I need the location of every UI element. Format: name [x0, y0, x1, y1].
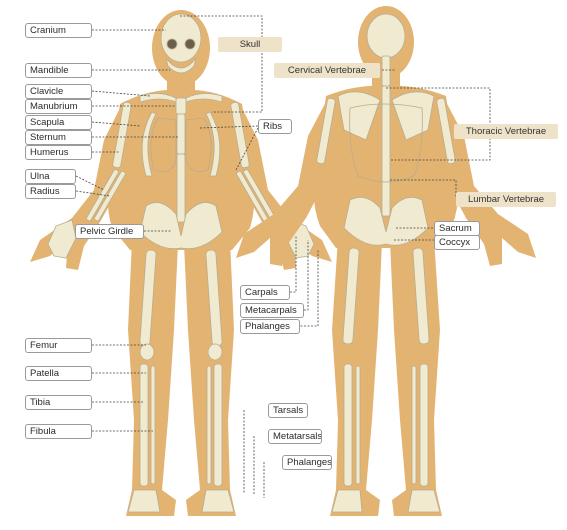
label-skull: Skull [218, 37, 282, 52]
back-figure [236, 6, 536, 516]
label-mandible: Mandible [25, 63, 92, 78]
label-pelvic-girdle: Pelvic Girdle [75, 224, 144, 239]
front-figure [30, 10, 332, 516]
label-cranium: Cranium [25, 23, 92, 38]
label-metacarpals: Metacarpals [240, 303, 304, 318]
label-tarsals: Tarsals [268, 403, 308, 418]
label-manubrium: Manubrium [25, 99, 92, 114]
label-scapula: Scapula [25, 115, 92, 130]
label-hand-phalanges: Phalanges [240, 319, 300, 334]
label-sacrum: Sacrum [434, 221, 480, 236]
label-tibia: Tibia [25, 395, 92, 410]
label-humerus: Humerus [25, 145, 92, 160]
leader-lines [75, 15, 491, 498]
label-clavicle: Clavicle [25, 84, 92, 99]
label-coccyx: Coccyx [434, 235, 480, 250]
label-fibula: Fibula [25, 424, 92, 439]
label-thoracic-vertebrae: Thoracic Vertebrae [454, 124, 558, 139]
label-patella: Patella [25, 366, 92, 381]
label-foot-phalanges: Phalanges [282, 455, 332, 470]
label-carpals: Carpals [240, 285, 290, 300]
back-bones [316, 13, 456, 513]
label-radius: Radius [25, 184, 76, 199]
label-cervical-vertebrae: Cervical Vertebrae [274, 63, 380, 78]
label-femur: Femur [25, 338, 92, 353]
label-sternum: Sternum [25, 130, 92, 145]
label-ulna: Ulna [25, 169, 76, 184]
label-metatarsals: Metatarsals [268, 429, 322, 444]
label-lumbar-vertebrae: Lumbar Vertebrae [456, 192, 556, 207]
label-ribs: Ribs [258, 119, 292, 134]
